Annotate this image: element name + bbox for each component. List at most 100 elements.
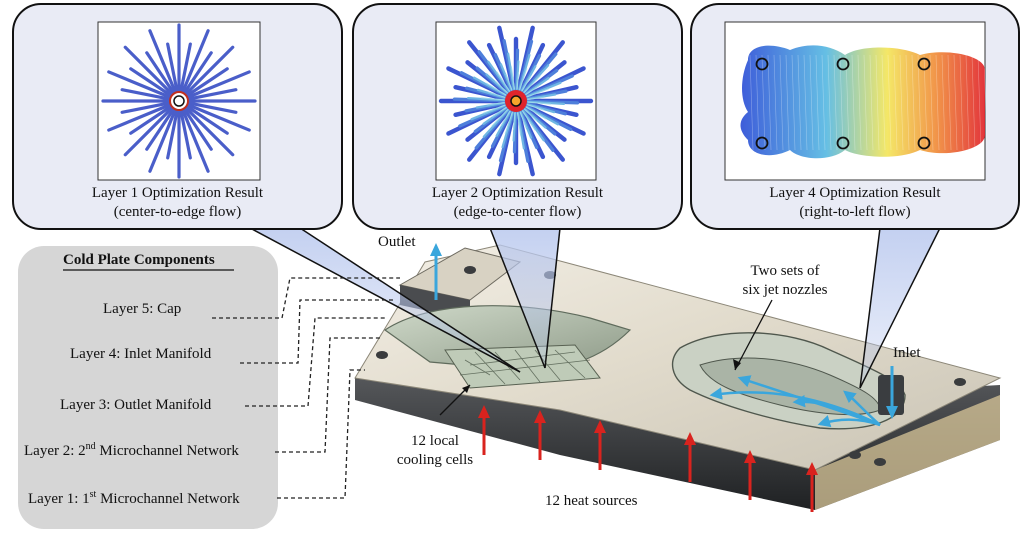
flow-ray [188,101,238,114]
flow-ray [123,107,173,157]
flow-ray [107,103,171,132]
inlet-arrow [886,366,898,419]
flow-ray [487,102,505,106]
heat-arrow-head [478,405,490,418]
flow-ray [517,112,522,136]
flow-ray [166,42,179,92]
flow-ray [496,71,510,92]
flow-ray [526,104,544,111]
callout-layer1-caption: Layer 1 Optimization Result (center-to-e… [13,184,342,222]
flow-ray [107,70,171,99]
heat-arrow-head [744,450,756,463]
flow-hatch [815,54,820,151]
flow-ray [181,29,210,93]
flow-ray [525,84,541,95]
flow-ray [187,70,251,99]
outlet-label: Outlet [378,234,416,250]
flow-ray [183,51,213,94]
flow-hatch [839,54,844,151]
layer1-subtitle: (center-to-edge flow) [113,204,242,220]
layer2-title: Layer 2 Optimization Result [431,185,604,201]
heat-sources-label: 12 heat sources [545,493,638,509]
flow-hatch [899,54,904,151]
components-title: Cold Plate Components [63,252,215,268]
flow-hatch [941,54,946,151]
layer4-flow-plot [724,21,988,181]
outlet-arrow [430,243,442,300]
flow-ray [527,96,545,100]
layer2-subtitle: (edge-to-center flow) [453,204,582,220]
flow-ray [523,75,541,93]
flow-hatch [983,54,988,151]
flow-hatch [761,54,766,151]
flow-ray [129,105,172,135]
cooling-cells-region [444,344,601,389]
flow-hatch [809,54,814,151]
callout-layer2-caption: Layer 2 Optimization Result (edge-to-cen… [353,184,682,222]
flow-hatch [977,54,982,151]
flow-hatch [851,54,856,151]
flow-ray [481,97,505,101]
flow-hatch [881,54,886,151]
flow-hatch [869,54,874,151]
flow-ray [516,72,520,90]
plate-layer-stripes [815,395,1000,510]
component-layer2: Layer 2: 2nd Microchannel Network [24,441,239,459]
flow-hatch [947,54,952,151]
flow-ray [522,110,536,131]
inlet-label: Inlet [893,345,921,361]
flow-hatch [929,54,934,151]
flow-ray [185,45,235,95]
flow-hatch [773,54,778,151]
flow-ray [148,109,177,173]
flow-ray [129,67,172,97]
nozzles-label: Two sets of six jet nozzles [742,263,828,298]
flow-ray [519,67,528,91]
flow-ray [510,66,515,90]
flow-ray [166,110,179,160]
component-layer3: Layer 3: Outlet Manifold [60,397,212,413]
flow-hatch [767,54,772,151]
flow-hatch [887,54,892,151]
flow-ray [120,88,170,101]
flow-hatch [857,54,862,151]
flow-hatch [917,54,922,151]
flow-ray [185,107,235,157]
flow-ray [512,112,516,130]
flow-hatch [833,54,838,151]
flow-hatch [959,54,964,151]
flow-ray [483,104,506,114]
flow-hatch [845,54,850,151]
layer4-subtitle: (right-to-left flow) [799,204,911,220]
flow-ray [148,29,177,93]
heat-source-arrows [478,405,818,512]
flow-ray [145,108,175,151]
flow-hatch [779,54,784,151]
flow-ray [186,67,229,97]
flow-hatch [893,54,898,151]
flow-ray [187,103,251,132]
component-layer5: Layer 5: Cap [103,301,182,317]
component-layer1: Layer 1: 1st Microchannel Network [28,489,240,507]
flow-ray [485,82,507,96]
flow-ray [526,88,549,98]
flow-ray [525,106,547,120]
flow-ray [488,91,506,98]
flow-hatch [821,54,826,151]
flow-ray [521,75,532,92]
flow-hatch [971,54,976,151]
flow-hatch [953,54,958,151]
component-leaders [212,277,400,499]
flow-hatch [827,54,832,151]
flow-hatch [911,54,916,151]
flow-ray [527,101,551,105]
flow-ray [183,108,213,151]
jet-nozzle-markers [755,57,931,150]
flow-hatch [875,54,880,151]
layer1-flow-plot [97,21,261,181]
flow-ray [186,105,229,135]
jet-flow-arrows [709,375,881,428]
nozzle-leader [734,299,773,371]
heat-arrow-head [806,462,818,475]
flow-hatch [905,54,910,151]
